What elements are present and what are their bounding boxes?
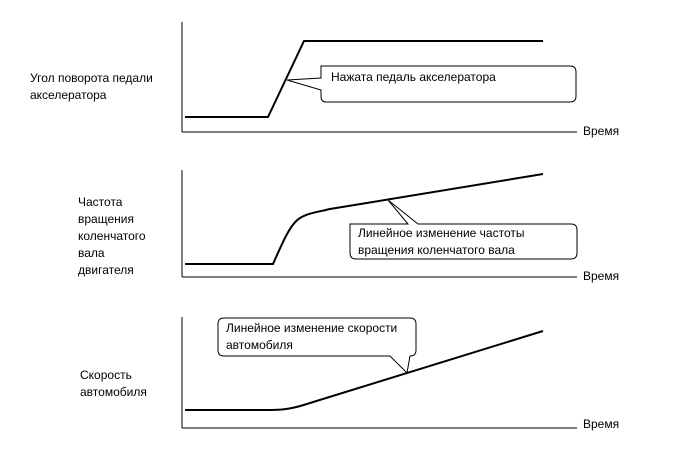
callout-line: Нажата педаль акселератора [331, 70, 496, 84]
ylabel-line: акселератора [30, 88, 107, 102]
ylabel-accelerator-angle: Угол поворота педали акселератора [30, 70, 153, 104]
callout-box [286, 65, 577, 103]
graph-engine-speed [181, 170, 578, 278]
panel-engine-speed: Частота вращения коленчатого вала двигат… [0, 150, 691, 300]
graph-accelerator-angle [181, 22, 577, 133]
callout-linear-vehicle-speed: Линейное изменение скорости автомобиля [226, 320, 397, 354]
ylabel-line: двигателя [78, 263, 134, 277]
callout-line: Линейное изменение частоты [358, 226, 525, 240]
graph-vehicle-speed [181, 317, 577, 429]
time-label: Время [583, 269, 620, 283]
callout-line: вращения коленчатого вала [358, 243, 515, 257]
ylabel-line: автомобиля [80, 385, 147, 399]
curve-vehicle-speed [185, 330, 544, 411]
ylabel-line: Скорость [80, 368, 132, 382]
callout-accelerator-pressed: Нажата педаль акселератора [331, 69, 496, 86]
callout-box [217, 317, 417, 375]
callout-line: Линейное изменение скорости [226, 321, 398, 335]
ylabel-line: вращения [78, 212, 134, 226]
ylabel-line: Частота [78, 195, 123, 209]
curve-accelerator-angle [185, 40, 543, 118]
ylabel-engine-speed: Частота вращения коленчатого вала двигат… [78, 194, 146, 279]
ylabel-line: коленчатого [78, 229, 146, 243]
curve-engine-speed [185, 173, 544, 265]
time-label: Время [583, 417, 620, 431]
callout-box [349, 199, 578, 260]
panel-accelerator-angle: Угол поворота педали акселератора Нажата… [0, 0, 691, 150]
ylabel-line: Угол поворота педали [30, 71, 153, 85]
ylabel-line: вала [78, 246, 105, 260]
ylabel-vehicle-speed: Скорость автомобиля [80, 367, 147, 401]
callout-linear-engine-speed: Линейное изменение частоты вращения коле… [358, 225, 524, 259]
panel-vehicle-speed: Скорость автомобиля Линейное изменение с… [0, 300, 691, 467]
callout-line: автомобиля [226, 338, 293, 352]
time-label: Время [583, 124, 620, 138]
